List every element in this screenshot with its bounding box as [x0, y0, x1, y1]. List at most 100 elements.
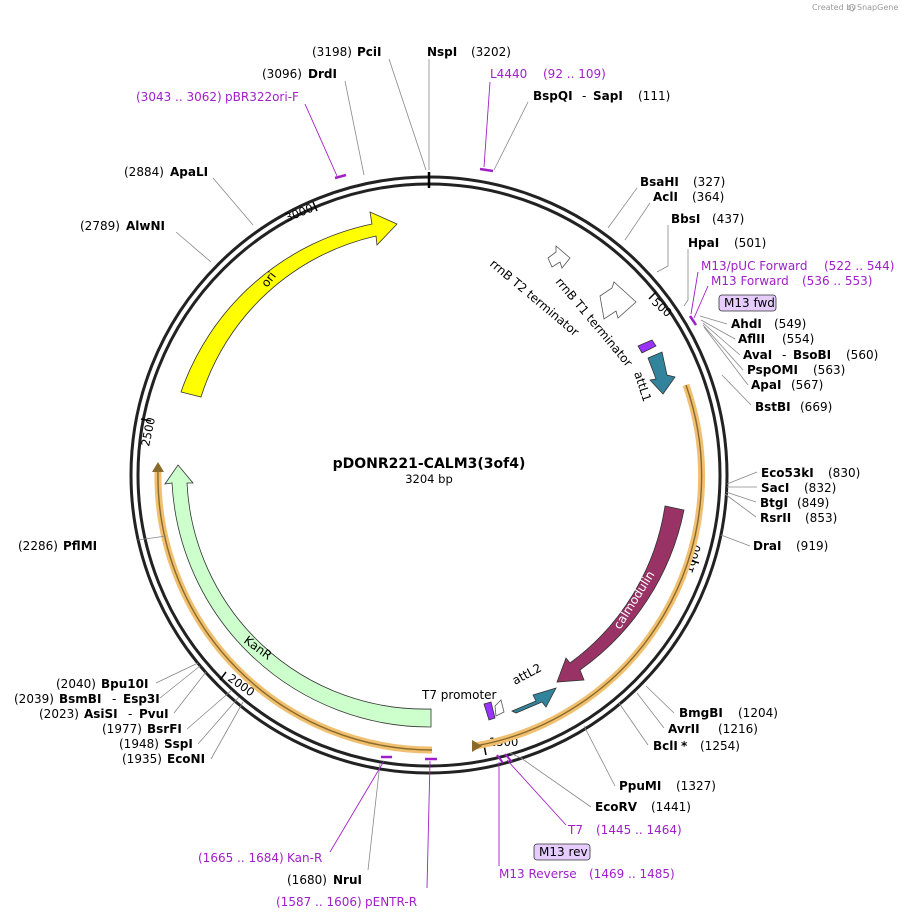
svg-text:(549): (549) — [774, 317, 806, 331]
svg-text:(1204): (1204) — [738, 706, 778, 720]
site-bcli[interactable]: BclI * (1254) — [653, 739, 740, 753]
site-bsrfi[interactable]: (1977) BsrFI — [102, 722, 182, 736]
primer-m13-puc-forward[interactable]: M13/pUC Forward (522 .. 544) — [701, 259, 894, 273]
site-bsahi[interactable]: BsaHI (327) — [640, 175, 725, 189]
primer-pbr322ori-f[interactable]: (3043 .. 3062) pBR322ori-F — [136, 90, 299, 104]
site-rsrii[interactable]: RsrII (853) — [760, 511, 837, 525]
site-ppumi[interactable]: PpuMI (1327) — [619, 779, 716, 793]
tick-2000 — [219, 671, 227, 681]
site-drdi[interactable]: (3096) DrdI — [262, 67, 337, 81]
svg-text:(2789): (2789) — [80, 219, 120, 233]
site-bspqi-sapi[interactable]: BspQI - SapI (111) — [533, 89, 670, 103]
svg-text:-: - — [782, 348, 786, 362]
feature-calmodulin[interactable] — [556, 505, 685, 683]
primer-mark-m13puc — [688, 315, 698, 326]
feature-t7-promoter[interactable] — [483, 701, 496, 721]
feature-rrnb-t2-terminator[interactable] — [547, 245, 571, 269]
site-bmgbi[interactable]: BmgBI (1204) — [679, 706, 778, 720]
feature-promoter-small[interactable] — [637, 339, 657, 354]
feature-label-t7-promoter: T7 promoter — [421, 688, 497, 702]
primer-pentr-r[interactable]: (1587 .. 1606) pENTR-R — [276, 895, 417, 909]
site-asisi-pvui[interactable]: (2023) AsiSI - PvuI — [39, 707, 169, 721]
tick-label-2500: 2500 — [138, 416, 158, 448]
site-bstbi[interactable]: BstBI (669) — [755, 400, 832, 414]
primer-l4440[interactable]: L4440 (92 .. 109) — [490, 67, 606, 81]
primer-m13-forward[interactable]: M13 Forward (536 .. 553) — [711, 274, 872, 288]
svg-text:(111): (111) — [638, 89, 670, 103]
site-econi[interactable]: (1935) EcoNI — [122, 752, 205, 766]
svg-text:L4440: L4440 — [490, 67, 527, 81]
svg-text:SspI: SspI — [164, 737, 193, 751]
feature-kanr[interactable] — [164, 464, 432, 728]
svg-text:(437): (437) — [712, 212, 744, 226]
site-hpai[interactable]: HpaI (501) — [688, 236, 766, 250]
site-drai[interactable]: DraI (919) — [753, 539, 828, 553]
site-pspomi[interactable]: PspOMI (563) — [747, 363, 845, 377]
primer-m13-reverse[interactable]: M13 Reverse (1469 .. 1485) — [499, 867, 675, 881]
feature-ori[interactable] — [180, 211, 398, 398]
badge-m13-rev[interactable]: M13 rev — [533, 843, 591, 861]
svg-text:(669): (669) — [800, 400, 832, 414]
svg-text:(563): (563) — [813, 363, 845, 377]
site-apali[interactable]: (2884) ApaLI — [124, 165, 208, 179]
site-bbsi[interactable]: BbsI (437) — [671, 212, 744, 226]
orf-arrow-kanr-icon — [152, 462, 164, 472]
site-ecorv[interactable]: EcoRV (1441) — [595, 800, 691, 814]
site-alwni[interactable]: (2789) AlwNI — [80, 219, 165, 233]
site-saci[interactable]: SacI (832) — [761, 481, 836, 495]
primer-kan-r[interactable]: (1665 .. 1684) Kan-R — [198, 851, 322, 865]
svg-text:M13 Reverse: M13 Reverse — [499, 867, 577, 881]
orf-line-kanr — [157, 469, 433, 751]
site-nspi[interactable]: NspI (3202) — [427, 45, 511, 59]
svg-text:AsiSI: AsiSI — [84, 707, 118, 721]
plasmid-size: 3204 bp — [405, 472, 453, 486]
svg-text:BsrFI: BsrFI — [147, 722, 182, 736]
svg-text:Esp3I: Esp3I — [123, 692, 160, 706]
site-ahdi[interactable]: AhdI (549) — [731, 317, 806, 331]
site-eco53ki[interactable]: Eco53kI (830) — [761, 466, 860, 480]
site-pcii[interactable]: (3198) PciI — [312, 45, 382, 59]
feature-rrnb-t1-terminator[interactable] — [599, 281, 637, 320]
svg-text:(1948): (1948) — [119, 737, 159, 751]
feature-attl1[interactable] — [647, 351, 676, 395]
svg-text:(830): (830) — [828, 466, 860, 480]
site-bsmbi-esp3i[interactable]: (2039) BsmBI - Esp3I — [14, 692, 160, 706]
svg-text:(536 .. 553): (536 .. 553) — [802, 274, 872, 288]
orf-arrow-calmodulin-icon — [472, 740, 482, 752]
svg-text:(1327): (1327) — [676, 779, 716, 793]
site-avai-bsobi[interactable]: AvaI - BsoBI (560) — [743, 348, 878, 362]
site-pflmi[interactable]: (2286) PflMI — [18, 539, 97, 553]
site-sspi[interactable]: (1948) SspI — [119, 737, 193, 751]
svg-text:NruI: NruI — [333, 873, 362, 887]
svg-text:(2039): (2039) — [14, 692, 54, 706]
svg-text:AlwNI: AlwNI — [126, 219, 165, 233]
site-acli[interactable]: AclI (364) — [653, 190, 724, 204]
svg-text:RsrII: RsrII — [760, 511, 791, 525]
svg-text:BsmBI: BsmBI — [59, 692, 101, 706]
svg-text:EcoNI: EcoNI — [167, 752, 205, 766]
primer-t7[interactable]: T7 (1445 .. 1464) — [567, 823, 682, 837]
feature-label-attl2: attL2 — [510, 661, 544, 688]
credit-text: Created by — [812, 3, 856, 12]
svg-text:(1254): (1254) — [700, 739, 740, 753]
svg-text:BstBI: BstBI — [755, 400, 791, 414]
primer-leader-lines — [304, 81, 709, 889]
feature-attl2[interactable] — [511, 687, 557, 714]
svg-text:(3096): (3096) — [262, 67, 302, 81]
site-btgi[interactable]: BtgI (849) — [760, 496, 829, 510]
site-nrui[interactable]: (1680) NruI — [287, 873, 362, 887]
svg-text:(1665 .. 1684): (1665 .. 1684) — [198, 851, 284, 865]
svg-text:AflII: AflII — [738, 332, 765, 346]
feature-label-calmodulin: calmodulin — [611, 568, 658, 631]
svg-text:(501): (501) — [734, 236, 766, 250]
site-avrii[interactable]: AvrII (1216) — [668, 722, 758, 736]
svg-text:PpuMI: PpuMI — [619, 779, 661, 793]
site-bpu10i[interactable]: (2040) Bpu10I — [56, 677, 148, 691]
badge-m13-fwd[interactable]: M13 fwd — [718, 294, 777, 312]
site-aflii[interactable]: AflII (554) — [738, 332, 814, 346]
tick-label-3000: 3000 — [283, 201, 315, 225]
site-apai[interactable]: ApaI (567) — [751, 378, 823, 392]
feature-lac-operator-icon[interactable] — [494, 699, 505, 717]
svg-text:PspOMI: PspOMI — [747, 363, 798, 377]
